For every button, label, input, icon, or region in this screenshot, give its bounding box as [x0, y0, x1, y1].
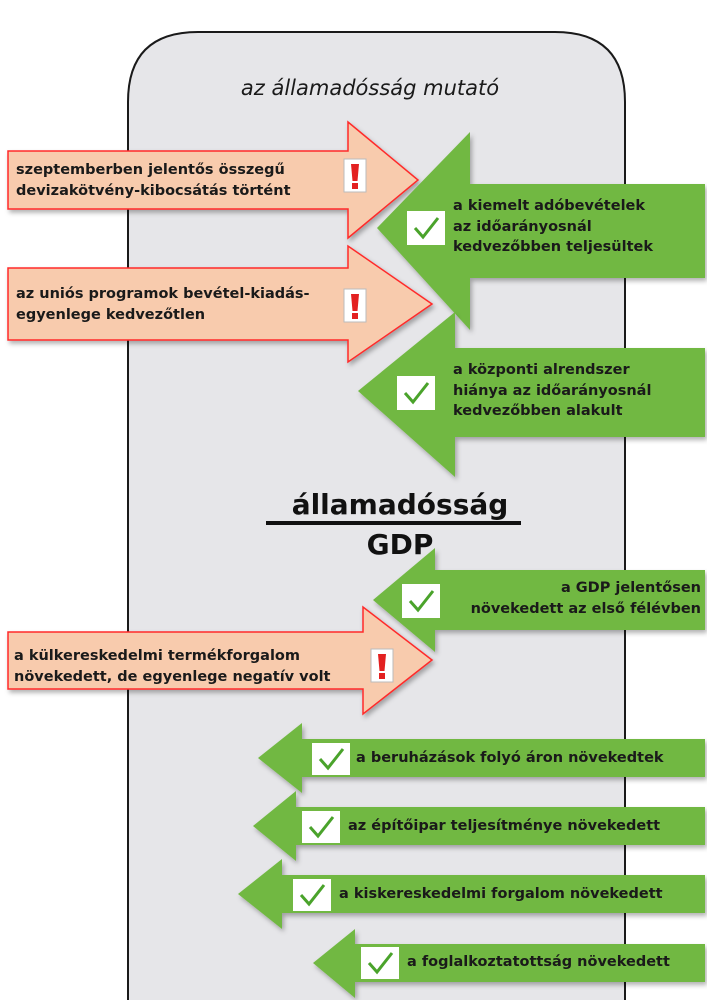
checkmark-icon — [407, 211, 445, 245]
checkmark-icon — [361, 947, 399, 979]
positive-factor-line: növekedett az első félévben — [470, 600, 701, 617]
positive-factor-label: a kiemelt adóbevételek az időarányosnál … — [453, 196, 653, 258]
positive-factor-line: a kiemelt adóbevételek — [453, 198, 646, 214]
positive-factor-line: az időarányosnál — [453, 218, 592, 235]
positive-arrow — [373, 548, 705, 652]
negative-factor-line: a külkereskedelmi termékforgalom — [14, 648, 300, 664]
checkmark-icon — [402, 584, 440, 618]
positive-arrow — [377, 132, 705, 330]
positive-factor-line: a központi alrendszer — [453, 362, 630, 378]
negative-factor-line: devizakötvény-kibocsátás történt — [16, 182, 291, 199]
negative-factor-label: az uniós programok bevétel-kiadás- egyen… — [16, 284, 310, 325]
diagram-title: az államadósság mutató — [240, 76, 500, 100]
negative-arrow — [7, 120, 420, 240]
positive-factor-line: kedvezőbben alakult — [453, 403, 623, 419]
positive-arrow — [358, 312, 705, 477]
positive-factor-label: a kiskereskedelmi forgalom növekedett — [339, 886, 663, 902]
checkmark-icon — [397, 376, 435, 410]
negative-factor-line: egyenlege kedvezőtlen — [16, 306, 206, 323]
positive-arrow — [258, 723, 705, 793]
exclamation-icon — [343, 288, 367, 323]
positive-arrow — [238, 859, 705, 929]
checkmark-icon — [293, 879, 331, 911]
fraction-numerator: államadósság — [291, 488, 509, 521]
negative-factor-label: szeptemberben jelentős összegű devizaköt… — [16, 160, 291, 201]
positive-arrow — [313, 929, 705, 998]
exclamation-icon — [343, 158, 367, 193]
negative-arrow — [7, 244, 434, 364]
negative-factor-line: szeptemberben jelentős összegű — [16, 162, 285, 178]
positive-factor-label: a beruházások folyó áron növekedtek — [356, 750, 664, 766]
negative-factor-line: növekedett, de egyenlege negatív volt — [14, 668, 331, 685]
exclamation-icon — [370, 648, 394, 683]
fraction-denominator: GDP — [366, 528, 434, 561]
positive-factor-line: kedvezőbben teljesültek — [453, 239, 653, 255]
positive-factor-label: a foglalkoztatottság növekedett — [407, 954, 670, 970]
positive-factor-label: a GDP jelentősen növekedett az első félé… — [471, 578, 701, 619]
checkmark-icon — [302, 811, 340, 843]
checkmark-icon — [312, 743, 350, 775]
positive-factor-line: hiánya az időarányosnál — [453, 382, 652, 399]
positive-factor-line: a GDP jelentősen — [560, 580, 701, 596]
positive-factor-label: az építőipar teljesítménye növekedett — [348, 818, 661, 834]
negative-arrow — [7, 605, 434, 716]
positive-arrow — [253, 791, 705, 861]
negative-factor-label: a külkereskedelmi termékforgalom növeked… — [14, 646, 330, 687]
fraction-bar — [266, 521, 521, 525]
negative-factor-line: az uniós programok bevétel-kiadás- — [16, 286, 310, 302]
positive-factor-label: a központi alrendszer hiánya az időarány… — [453, 360, 651, 422]
